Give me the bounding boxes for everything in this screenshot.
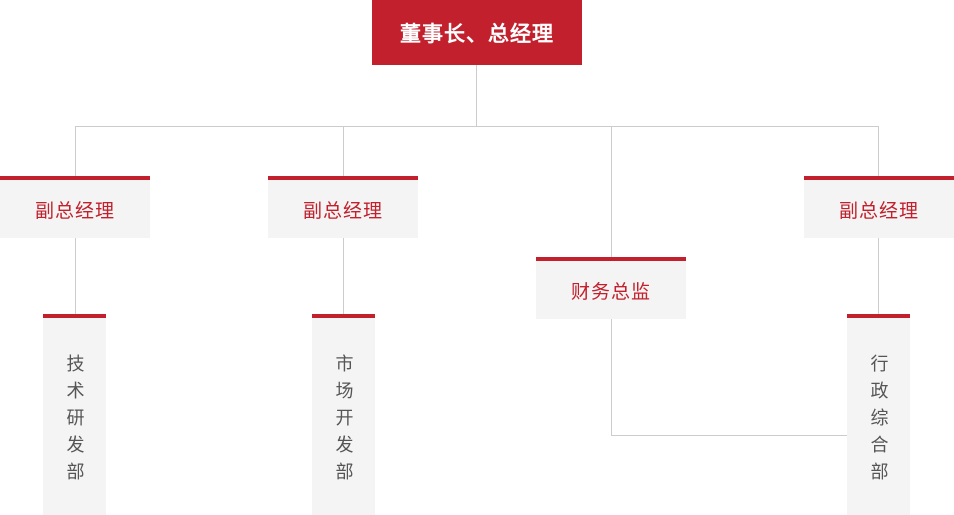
- connector-bus-to-vp-2: [343, 126, 344, 176]
- connector-cfo-down: [611, 319, 612, 436]
- dept-admin-label: 行政综合部: [868, 354, 889, 489]
- node-vp-3[interactable]: 副总经理: [804, 176, 954, 238]
- connector-bus-to-vp-3: [878, 126, 879, 176]
- node-cfo[interactable]: 财务总监: [536, 257, 686, 319]
- node-dept-market[interactable]: 市场开发部: [312, 314, 375, 515]
- connector-bus-to-vp-1: [75, 126, 76, 176]
- connector-cfo-to-dept-admin: [611, 435, 847, 436]
- node-dept-admin[interactable]: 行政综合部: [847, 314, 910, 515]
- connector-bus-to-cfo: [611, 126, 612, 257]
- connector-horizontal-bus: [75, 126, 879, 127]
- dept-rd-label: 技术研发部: [64, 354, 85, 489]
- node-dept-rd[interactable]: 技术研发部: [43, 314, 106, 515]
- node-vp-1[interactable]: 副总经理: [0, 176, 150, 238]
- connector-chairman-to-bus: [476, 65, 477, 126]
- node-chairman[interactable]: 董事长、总经理: [372, 0, 582, 65]
- connector-vp-2-to-dept-market: [343, 238, 344, 314]
- node-vp-2[interactable]: 副总经理: [268, 176, 418, 238]
- connector-vp-3-to-dept-admin: [878, 238, 879, 314]
- connector-vp-1-to-dept-rd: [75, 238, 76, 314]
- dept-market-label: 市场开发部: [333, 354, 354, 489]
